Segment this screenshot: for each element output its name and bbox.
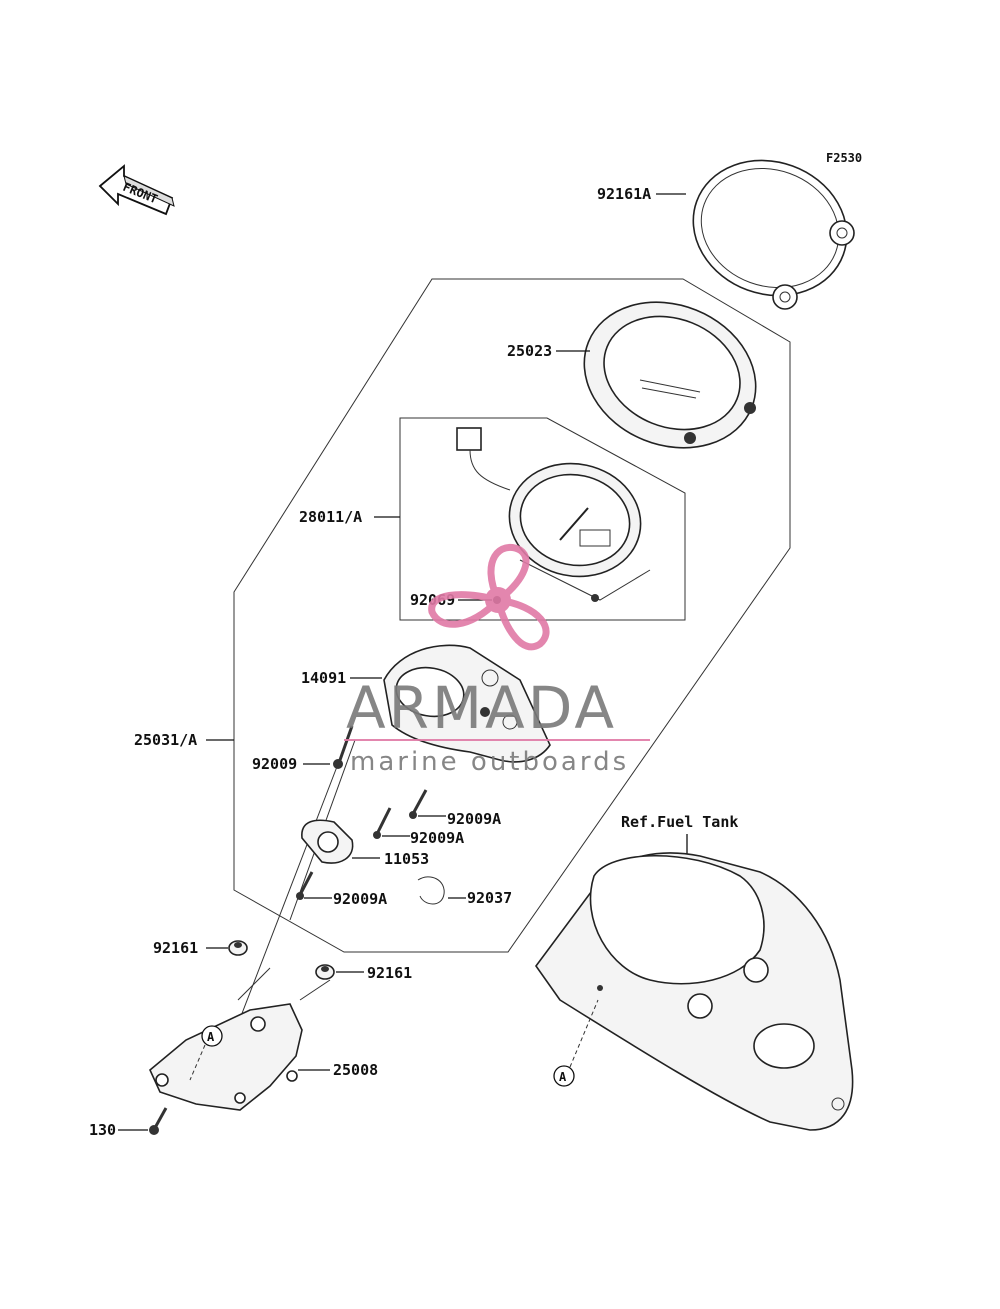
grommet-92161-left	[228, 940, 248, 956]
gasket-92161A	[692, 159, 855, 310]
fuel-tank-panel	[535, 852, 854, 1131]
bolt-130	[149, 1107, 168, 1135]
screw-92009A-1	[409, 789, 428, 819]
meter-case-14091	[383, 644, 551, 763]
screw-92009A-3	[296, 871, 314, 900]
assembly-boundary	[233, 278, 791, 953]
callout-25031A: 25031/A	[134, 731, 197, 749]
screw-92009A-2	[373, 807, 392, 839]
figure-code: F2530	[826, 151, 862, 165]
callout-92009A-2: 92009A	[410, 829, 464, 847]
callout-92161-left: 92161	[153, 939, 198, 957]
clip-92037	[417, 876, 445, 905]
watermark-brand: ARMADA	[346, 674, 617, 742]
callout-130: 130	[89, 1121, 116, 1139]
front-arrow-icon: FRONT	[98, 164, 175, 216]
grommet-92161-right	[315, 964, 335, 980]
speedometer-28011A	[456, 427, 651, 602]
ref-fuel-tank-label: Ref.Fuel Tank	[621, 813, 738, 831]
callout-11053: 11053	[384, 850, 429, 868]
callout-92161-right: 92161	[367, 964, 412, 982]
bracket-25008	[149, 967, 331, 1111]
callout-14091: 14091	[301, 669, 346, 687]
callout-25008: 25008	[333, 1061, 378, 1079]
svg-text:A: A	[207, 1030, 215, 1044]
callout-25023: 25023	[507, 342, 552, 360]
meter-box	[399, 417, 686, 621]
callout-92009: 92009	[252, 755, 297, 773]
callout-28011A: 28011/A	[299, 508, 362, 526]
watermark: ARMADA marine outboards	[344, 544, 650, 777]
callout-92009A-1: 92009A	[447, 810, 501, 828]
meter-cover-25023	[583, 301, 757, 449]
callout-92009A-3: 92009A	[333, 890, 387, 908]
callout-92161A: 92161A	[597, 185, 651, 203]
bracket-11053	[301, 819, 354, 864]
svg-text:A: A	[559, 1070, 567, 1084]
callout-92037: 92037	[467, 889, 512, 907]
watermark-tagline: marine outboards	[350, 747, 629, 777]
ref-marker-a-tank: A	[553, 999, 599, 1087]
ref-marker-a-bracket: A	[189, 1025, 223, 1081]
propeller-logo-icon	[428, 544, 550, 651]
